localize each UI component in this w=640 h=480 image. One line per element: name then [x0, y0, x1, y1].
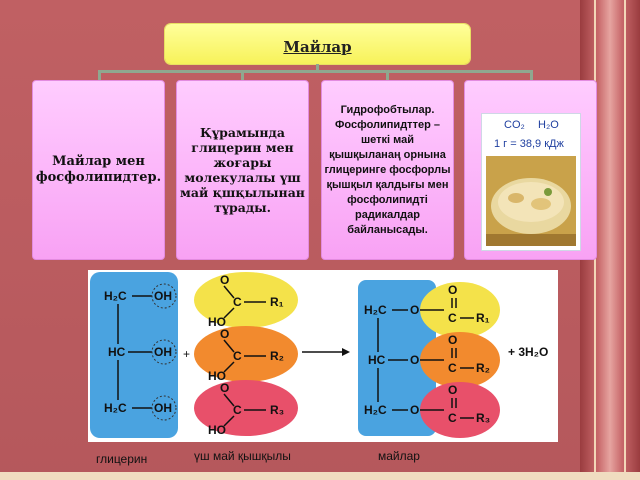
oh-top: OH	[154, 289, 172, 303]
svg-text:R₁: R₁	[476, 311, 490, 325]
svg-text:R₃: R₃	[476, 411, 490, 425]
plus-sign: +	[183, 347, 190, 361]
caption-fats: майлар	[378, 449, 420, 463]
co2-label: CO₂	[504, 119, 525, 131]
svg-text:O: O	[220, 273, 229, 287]
glycerol-hc: HC	[108, 345, 126, 359]
svg-text:O: O	[448, 333, 457, 347]
svg-text:C: C	[448, 411, 457, 425]
box-composition: Құрамында глицерин мен жоғары молекулалы…	[176, 80, 309, 260]
esterification-scheme: H₂C HC H₂C OH OH OH + O C R₁ HO O C R₂	[88, 270, 558, 442]
box-fats-phospholipids: Майлар мен фосфолипидтер.	[32, 80, 165, 260]
box-hydrophobic: Гидрофобтылар. Фосфолипидттер – шеткі ма…	[321, 80, 454, 260]
connector-horizontal	[98, 70, 532, 73]
box-1-text: Майлар мен фосфолипидтер.	[35, 154, 162, 185]
connector-2	[241, 70, 244, 81]
bottom-decoration	[0, 472, 640, 480]
svg-text:C: C	[448, 311, 457, 325]
product-h2c-top: H₂C	[364, 303, 387, 317]
energy-card: CO₂ H₂O 1 г = 38,9 кДж	[481, 113, 581, 251]
connector-1	[98, 70, 101, 81]
svg-text:HO: HO	[208, 423, 226, 437]
svg-text:O: O	[410, 403, 419, 417]
connector-4	[530, 70, 533, 81]
svg-text:O: O	[220, 327, 229, 341]
svg-text:R₂: R₂	[270, 349, 284, 363]
svg-text:HO: HO	[208, 315, 226, 329]
acid-2: O C R₂ HO	[208, 327, 284, 383]
svg-text:R₃: R₃	[270, 403, 284, 417]
connector-vertical	[316, 64, 319, 72]
svg-text:C: C	[233, 403, 242, 417]
svg-text:O: O	[410, 353, 419, 367]
svg-text:R₁: R₁	[270, 295, 284, 309]
svg-text:O: O	[410, 303, 419, 317]
oh-bot: OH	[154, 401, 172, 415]
svg-text:O: O	[448, 383, 457, 397]
acid-3: O C R₃ HO	[208, 381, 284, 437]
glycerol-h2c-bot: H₂C	[104, 401, 127, 415]
svg-text:R₂: R₂	[476, 361, 490, 375]
connector-3	[386, 70, 389, 81]
title-banner: Майлар	[165, 24, 470, 64]
product-hc: HC	[368, 353, 386, 367]
svg-text:C: C	[448, 361, 457, 375]
product-h2c-bot: H₂C	[364, 403, 387, 417]
caption-fatty-acids: үш май қышқылы	[194, 449, 291, 463]
svg-text:HO: HO	[208, 369, 226, 383]
reaction-diagram: H₂C HC H₂C OH OH OH + O C R₁ HO O C R₂	[90, 272, 548, 438]
svg-text:O: O	[448, 283, 457, 297]
water-product: + 3H₂O	[508, 345, 548, 359]
box-2-text: Құрамында глицерин мен жоғары молекулалы…	[180, 125, 305, 215]
svg-text:O: O	[220, 381, 229, 395]
oh-mid: OH	[154, 345, 172, 359]
svg-text:C: C	[233, 349, 242, 363]
page-title: Майлар	[283, 38, 352, 56]
caption-glycerin: глицерин	[96, 452, 148, 466]
glycerol-h2c-top: H₂C	[104, 289, 127, 303]
h2o-label: H₂O	[538, 119, 559, 131]
fat-food-image	[486, 156, 576, 246]
svg-text:C: C	[233, 295, 242, 309]
energy-label: 1 г = 38,9 кДж	[494, 138, 564, 150]
acid-1: O C R₁ HO	[208, 273, 284, 329]
box-3-text: Гидрофобтылар. Фосфолипидттер – шеткі ма…	[324, 103, 451, 236]
